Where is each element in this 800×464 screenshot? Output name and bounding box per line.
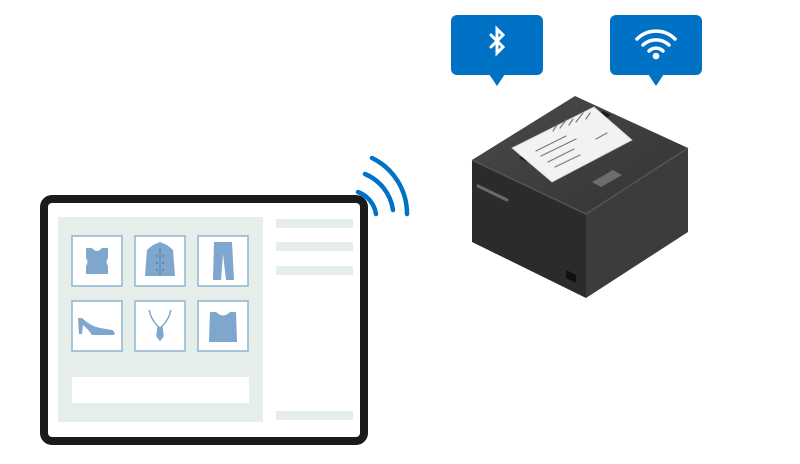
tablet [40,195,368,445]
panel-bottom-bar[interactable] [72,377,249,403]
wifi-bubble [610,15,702,86]
product-tile[interactable] [71,235,123,287]
product-tile[interactable] [71,300,123,352]
bluetooth-icon [489,25,506,57]
necklace-icon [148,309,172,342]
pants-icon [213,242,234,280]
receipt-text [535,112,608,168]
power-switch [566,270,576,283]
high-heel-shoe-icon [78,318,115,335]
product-tile[interactable] [134,300,186,352]
bluetooth-bubble [451,15,543,86]
front-slit [476,184,509,202]
printer-feed-button [592,170,622,187]
order-list-line [276,219,353,228]
order-total-line [276,411,353,420]
product-tile[interactable] [197,300,249,352]
receipt-printer [471,96,689,298]
printer-side [586,148,688,298]
vest-icon [209,312,237,342]
wireless-signal-icon [355,155,410,217]
tank-top-icon [86,248,108,274]
order-list-line [276,266,353,275]
receipt-paper [511,106,633,183]
wifi-icon [635,29,677,53]
product-tile[interactable] [197,235,249,287]
product-tile[interactable] [134,235,186,287]
printer-front [472,160,586,298]
order-list-line [276,242,353,251]
jacket-icon [145,242,175,276]
